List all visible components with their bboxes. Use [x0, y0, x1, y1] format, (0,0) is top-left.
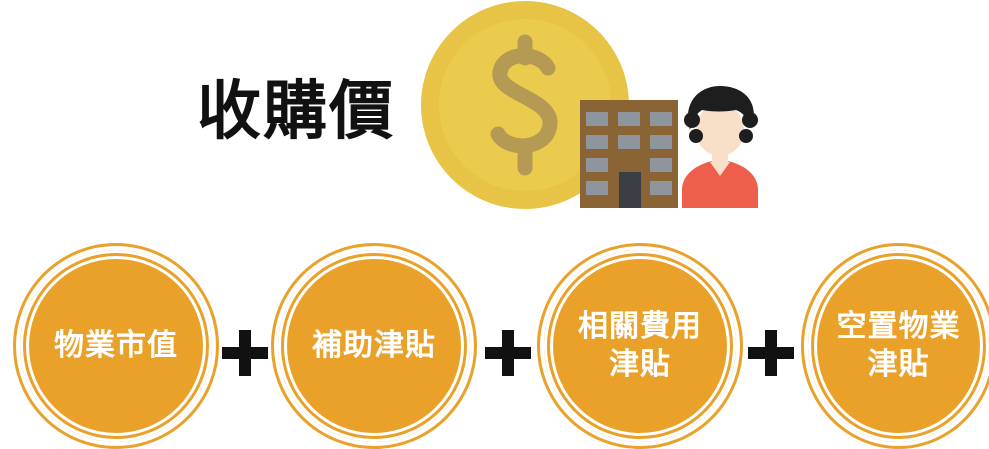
dollar-coin-icon — [421, 1, 629, 209]
purchase-price-illustration — [421, 1, 758, 209]
building-icon — [580, 100, 678, 208]
plus-operator-icon — [485, 330, 531, 376]
component-circle-4: 空置物業 津貼 — [801, 243, 989, 449]
page-title: 收購價 — [197, 75, 395, 149]
component-circle-1: 物業市值 — [13, 243, 219, 449]
component-label-1: 物業市值 — [54, 328, 178, 363]
component-label-2: 補助津貼 — [312, 328, 436, 363]
component-circle-2: 補助津貼 — [271, 243, 477, 449]
component-label-4: 空置物業 津貼 — [836, 309, 961, 382]
plus-operator-icon — [222, 330, 268, 376]
component-label-3: 相關費用 津貼 — [578, 309, 702, 382]
person-icon — [682, 86, 758, 208]
plus-operator-icon — [748, 330, 794, 376]
component-circle-3: 相關費用 津貼 — [537, 243, 743, 449]
